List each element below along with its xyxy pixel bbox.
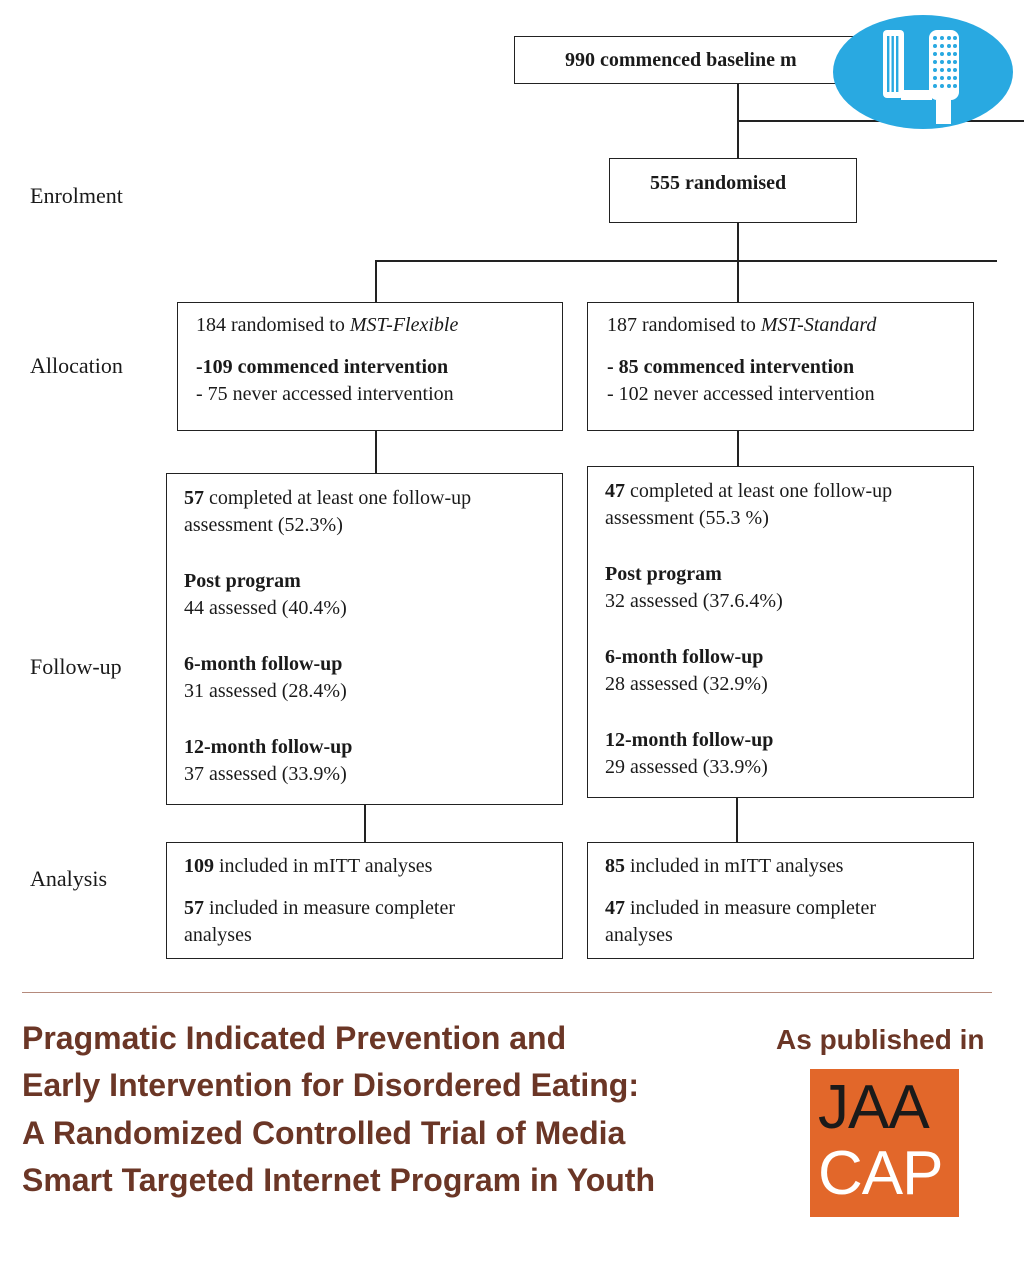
allocation-right-never: - 102 never accessed intervention [607, 383, 875, 405]
article-title-line-4: Smart Targeted Internet Program in Youth [22, 1162, 655, 1198]
followup-left-twelve-value: 37 assessed (33.9%) [184, 763, 347, 785]
comb-badge-icon [833, 15, 1013, 129]
randomised-box: 555 randomised [609, 158, 857, 223]
followup-right-box: 47 completed at least one follow-up asse… [587, 466, 974, 798]
divider [22, 992, 992, 993]
connector-follow-right-down [736, 798, 738, 842]
followup-left-twelve-title: 12-month follow-up [184, 736, 353, 758]
followup-left-six-title: 6-month follow-up [184, 653, 343, 675]
randomised-box-text: 555 randomised [650, 172, 787, 194]
stage-label-enrolment: Enrolment [30, 183, 123, 208]
analysis-left-completer: 57 included in measure completer [184, 897, 456, 919]
baseline-box-text: 990 commenced baseline m [565, 49, 797, 71]
stage-label-followup: Follow-up [30, 654, 122, 679]
stage-label-allocation: Allocation [30, 353, 123, 378]
allocation-left-box: 184 randomised to MST-Flexible -109 comm… [177, 302, 563, 431]
connector-alloc-left-down [375, 431, 377, 473]
followup-right-six-value: 28 assessed (32.9%) [605, 673, 768, 695]
followup-right-post-title: Post program [605, 563, 722, 585]
analysis-right-completer-line2: analyses [605, 924, 673, 946]
jaacap-logo: JAA CAP [810, 1069, 959, 1217]
article-title-line-1: Pragmatic Indicated Prevention and [22, 1020, 567, 1056]
followup-right-twelve-title: 12-month follow-up [605, 729, 774, 751]
followup-left-six-value: 31 assessed (28.4%) [184, 680, 347, 702]
followup-right-six-title: 6-month follow-up [605, 646, 764, 668]
followup-left-completed: 57 completed at least one follow-up [184, 487, 472, 509]
allocation-left-line1: 184 randomised to MST-Flexible [196, 314, 459, 336]
followup-right-post-value: 32 assessed (37.6.4%) [605, 590, 783, 612]
analysis-left-box: 109 included in mITT analyses 57 include… [166, 842, 563, 959]
followup-right-completed: 47 completed at least one follow-up [605, 480, 893, 502]
allocation-left-commenced: -109 commenced intervention [196, 356, 449, 378]
analysis-right-box: 85 included in mITT analyses 47 included… [587, 842, 974, 959]
followup-right-twelve-value: 29 assessed (33.9%) [605, 756, 768, 778]
followup-left-completed-pct: assessment (52.3%) [184, 514, 343, 536]
followup-left-post-value: 44 assessed (40.4%) [184, 597, 347, 619]
connector-split-horizontal [375, 260, 997, 262]
connector-split-left [375, 260, 377, 302]
followup-left-post-title: Post program [184, 570, 301, 592]
connector-follow-left-down [364, 805, 366, 842]
analysis-left-completer-line2: analyses [184, 924, 252, 946]
followup-left-box: 57 completed at least one follow-up asse… [166, 473, 563, 805]
analysis-right-completer: 47 included in measure completer [605, 897, 877, 919]
allocation-left-never: - 75 never accessed intervention [196, 383, 454, 405]
published-label: As published in [776, 1024, 985, 1055]
connector-rand-down [737, 223, 739, 261]
connector-alloc-right-down [737, 431, 739, 466]
connector-split-right [737, 260, 739, 302]
article-title-line-2: Early Intervention for Disordered Eating… [22, 1067, 639, 1103]
analysis-left-mitt: 109 included in mITT analyses [184, 855, 433, 877]
allocation-right-line1: 187 randomised to MST-Standard [607, 314, 877, 336]
allocation-right-box: 187 randomised to MST-Standard - 85 comm… [587, 302, 974, 431]
jaacap-logo-line1: JAA [818, 1073, 930, 1142]
analysis-right-mitt: 85 included in mITT analyses [605, 855, 844, 877]
allocation-right-commenced: - 85 commenced intervention [607, 356, 855, 378]
stage-label-analysis: Analysis [30, 866, 107, 891]
followup-right-completed-pct: assessment (55.3 %) [605, 507, 769, 529]
article-title-line-3: A Randomized Controlled Trial of Media [22, 1115, 626, 1151]
jaacap-logo-line2: CAP [818, 1139, 943, 1208]
